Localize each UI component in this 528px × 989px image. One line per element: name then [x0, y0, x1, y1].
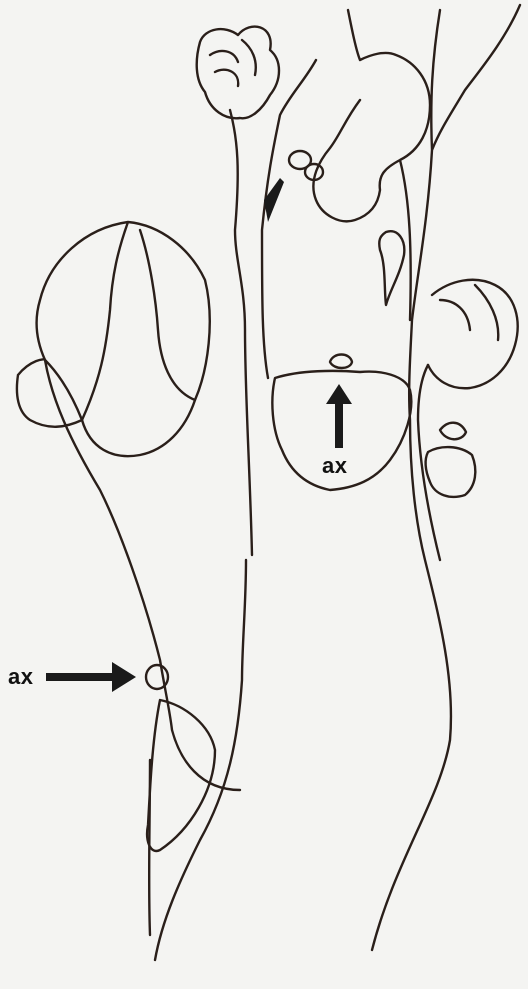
right-cluster	[428, 280, 518, 388]
curled-bract	[379, 231, 404, 305]
lower-left-leaf	[147, 700, 215, 851]
label-ax-top: ax	[322, 455, 347, 477]
right-stem	[372, 5, 520, 950]
top-bud	[197, 27, 279, 119]
label-ax-left: ax	[8, 666, 33, 688]
arrow-up	[326, 384, 352, 448]
left-stem	[17, 359, 240, 935]
arrow-right	[46, 662, 136, 692]
right-bud	[426, 423, 476, 497]
main-stem	[155, 60, 316, 960]
central-leaf-bud	[330, 355, 352, 369]
right-leaf-edge	[418, 365, 440, 560]
upper-branch	[313, 10, 430, 320]
left-axil-bud	[146, 665, 168, 689]
